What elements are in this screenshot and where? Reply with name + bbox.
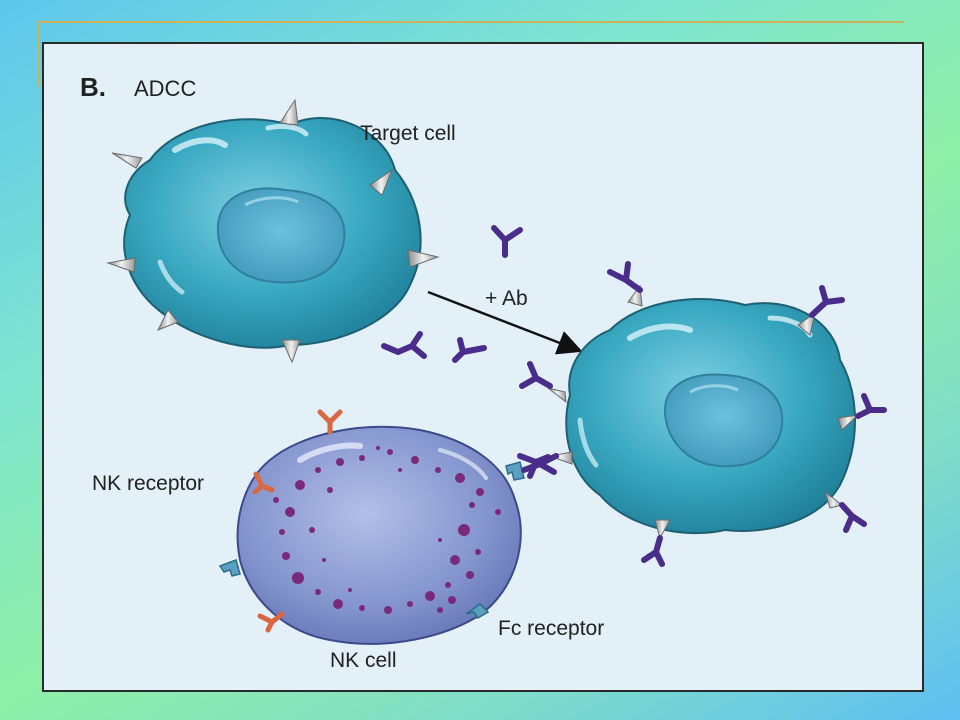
nk-cell-label: NK cell xyxy=(330,649,397,672)
target-cell-nucleus xyxy=(216,187,346,284)
opsonized-cell-nucleus xyxy=(663,373,784,468)
antibody-step-label: + Ab xyxy=(485,287,528,310)
target-cell xyxy=(123,116,422,349)
bridging-antibody xyxy=(521,453,559,475)
reaction-arrow xyxy=(427,290,583,355)
fc-receptors xyxy=(218,461,525,620)
title-rule-left xyxy=(38,21,40,87)
antigen-spikes xyxy=(106,98,440,364)
target-cell-label: Target cell xyxy=(360,122,456,145)
panel-title: ADCC xyxy=(134,76,196,101)
nk-granules xyxy=(273,446,501,614)
opsonized-spikes xyxy=(547,284,860,540)
fc-receptor-label: Fc receptor xyxy=(498,617,604,640)
free-antibodies xyxy=(381,225,523,363)
adcc-diagram: B. ADCC Target cell + Ab xyxy=(80,72,887,672)
nk-receptor-label: NK receptor xyxy=(92,472,204,495)
opsonized-target-cell xyxy=(565,297,856,534)
nk-receptors xyxy=(252,409,343,633)
title-rule xyxy=(40,21,904,23)
panel-letter: B. xyxy=(80,72,106,102)
